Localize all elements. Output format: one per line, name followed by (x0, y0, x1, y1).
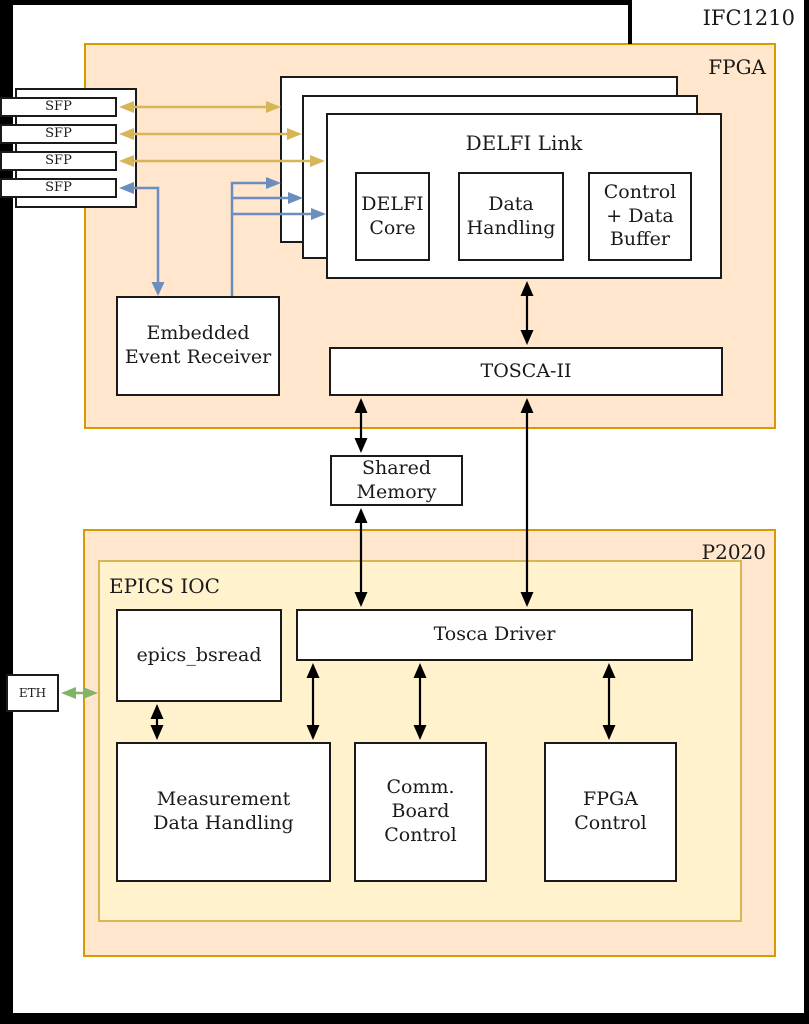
delfi-core-box: DELFI Core (355, 172, 430, 261)
embedded-event-receiver-box: Embedded Event Receiver (116, 296, 280, 396)
sfp-port-1: SFP (0, 97, 117, 117)
shared-memory-box: Shared Memory (330, 455, 463, 506)
frame-right-line (804, 0, 809, 1024)
arrowhead-down (354, 438, 368, 453)
data-handling-box: Data Handling (458, 172, 564, 261)
epics-ioc-container-label: EPICS IOC (109, 574, 220, 598)
frame-top-notch (628, 0, 632, 44)
frame-left-bar (0, 0, 13, 1024)
measurement-data-handling-box: Measurement Data Handling (116, 742, 331, 882)
sfp-port-4: SFP (0, 178, 117, 198)
tosca-driver-box: Tosca Driver (296, 609, 693, 661)
fpga-container-label: FPGA (708, 55, 766, 79)
epics-bsread-box: epics_bsread (116, 609, 282, 702)
control-data-buffer-box: Control + Data Buffer (588, 172, 692, 261)
comm-board-control-box: Comm. Board Control (354, 742, 487, 882)
arrowhead-up (354, 508, 368, 523)
fpga-control-box: FPGA Control (544, 742, 677, 882)
arrowhead-left (61, 687, 76, 699)
eth-port-box: ETH (6, 674, 59, 712)
frame-bottom-bar (0, 1013, 809, 1024)
frame-top-line (0, 0, 632, 5)
delfi-link-title: DELFI Link (465, 131, 583, 155)
ifc1210-title: IFC1210 (702, 6, 795, 30)
tosca-ii-box: TOSCA-II (329, 347, 723, 396)
sfp-port-2: SFP (0, 124, 117, 144)
sfp-port-3: SFP (0, 151, 117, 171)
